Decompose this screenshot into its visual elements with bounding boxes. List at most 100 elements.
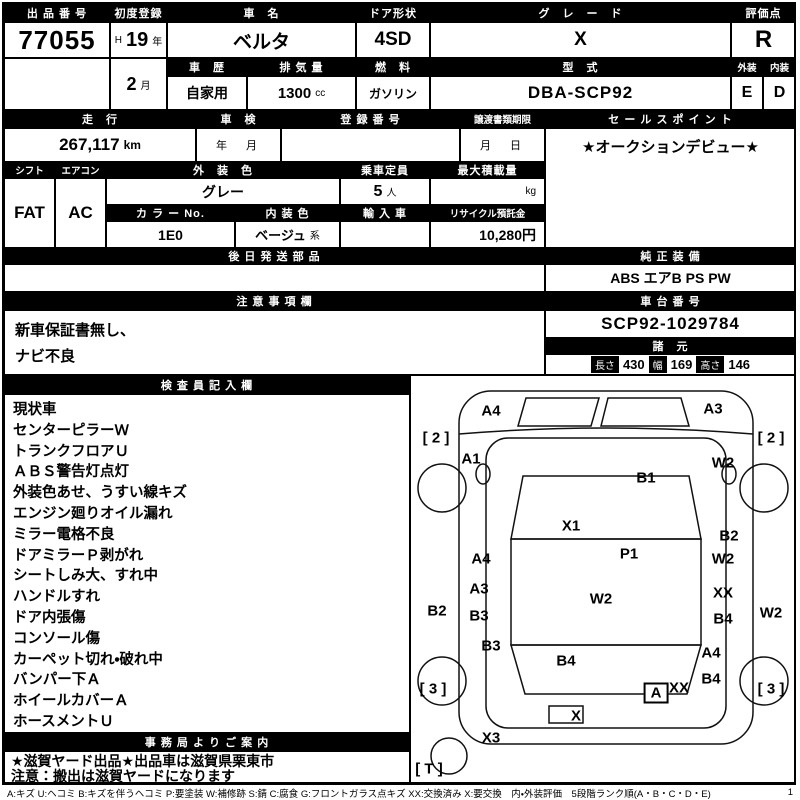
damage-code: X3 bbox=[481, 729, 501, 747]
rear-right-wheel-icon bbox=[739, 656, 789, 706]
auction-no-empty-cell bbox=[4, 58, 110, 110]
exterior-score-header: 外装 bbox=[731, 58, 763, 76]
license-plate-box bbox=[548, 705, 584, 724]
damage-code: A bbox=[643, 682, 669, 704]
length-label: 長さ bbox=[590, 356, 619, 373]
later-parts-value bbox=[4, 264, 545, 292]
capacity-value: 5 bbox=[373, 182, 383, 200]
max-load-value-cell: kg bbox=[430, 178, 545, 205]
damage-code: W2 bbox=[759, 604, 783, 622]
damage-code: A4 bbox=[471, 550, 491, 568]
front-bumper-line bbox=[458, 427, 754, 435]
height-value: 146 bbox=[728, 357, 751, 372]
exterior-color-header: 外 装 色 bbox=[106, 162, 340, 178]
inspector-notes-header: 検 査 員 記 入 欄 bbox=[4, 375, 410, 394]
damage-code: XX bbox=[712, 584, 734, 602]
office-info-line: 注意：搬出は滋賀ヤードになります bbox=[11, 768, 235, 783]
grade-header: グ レ ー ド bbox=[430, 4, 731, 22]
chassis-no-value: SCP92-1029784 bbox=[545, 310, 796, 338]
damage-code: [ 3 ] bbox=[757, 680, 785, 698]
width-value: 169 bbox=[670, 357, 693, 372]
max-load-unit: kg bbox=[525, 186, 536, 197]
recycle-deposit-value: 10,280円 bbox=[430, 221, 545, 248]
color-no-value: 1E0 bbox=[106, 221, 235, 248]
first-registration-header: 初度登録 bbox=[110, 4, 167, 22]
inspector-note-line: センターピラーＷ bbox=[13, 422, 129, 439]
interior-color-suffix: 系 bbox=[309, 231, 320, 242]
damage-code: A4 bbox=[701, 644, 721, 662]
damage-code: B1 bbox=[636, 469, 656, 487]
genuine-equipment-header: 純 正 装 備 bbox=[545, 248, 796, 264]
mileage-value: 267,117 bbox=[59, 135, 120, 154]
damage-code: W2 bbox=[711, 550, 735, 568]
fuel-header: 燃 料 bbox=[356, 58, 430, 76]
genuine-equipment-value: ABS エアB PS PW bbox=[545, 264, 796, 292]
door-shape-value: 4SD bbox=[356, 22, 430, 58]
legend-bar: A:キズ U:ヘコミ B:キズを伴うヘコミ P:要塗装 W:補修跡 S:錆 C:… bbox=[4, 786, 796, 800]
sales-point-header: セ ー ル ス ポ イ ン ト bbox=[545, 110, 796, 128]
score-value: R bbox=[731, 22, 796, 58]
displacement-header: 排 気 量 bbox=[247, 58, 356, 76]
interior-color-header: 内 装 色 bbox=[235, 205, 340, 221]
interior-color-value-cell: ベージュ 系 bbox=[235, 221, 340, 248]
car-name-header: 車 名 bbox=[167, 4, 356, 22]
inspector-note-line: ＡＢＳ警告灯点灯 bbox=[13, 464, 129, 481]
damage-code: B4 bbox=[556, 652, 576, 670]
front-left-wheel-icon bbox=[417, 463, 467, 513]
history-value: 自家用 bbox=[167, 76, 247, 110]
damage-code: B3 bbox=[469, 607, 489, 625]
inspector-note-line: トランクフロアＵ bbox=[13, 443, 129, 460]
model-code-value: DBA-SCP92 bbox=[430, 76, 731, 110]
exterior-color-value: グレー bbox=[106, 178, 340, 205]
inspector-note-line: コンソール傷 bbox=[13, 630, 100, 647]
damage-code: A3 bbox=[469, 580, 489, 598]
length-value: 430 bbox=[622, 357, 645, 372]
cabin-outline bbox=[485, 437, 727, 729]
aircon-value: AC bbox=[55, 178, 106, 248]
recycle-deposit-header: リサイクル預託金 bbox=[430, 205, 545, 221]
displacement-value: 1300 bbox=[277, 84, 312, 102]
page-number: 1 bbox=[787, 787, 793, 798]
inspector-note-line: ドア内張傷 bbox=[13, 609, 86, 626]
legend-text: A:キズ U:ヘコミ B:キズを伴うヘコミ P:要塗装 W:補修跡 S:錆 C:… bbox=[7, 788, 711, 800]
damage-code: W2 bbox=[711, 454, 735, 472]
inspector-note-line: エンジン廻りオイル漏れ bbox=[13, 505, 173, 522]
first-registration-year: 19 bbox=[125, 28, 149, 51]
damage-code: A4 bbox=[481, 402, 501, 420]
inspector-note-line: ハンドルすれ bbox=[13, 589, 100, 606]
capacity-value-cell: 5 人 bbox=[340, 178, 430, 205]
shift-header: シフト bbox=[4, 162, 55, 178]
era-code: H bbox=[114, 34, 122, 46]
front-glass-right bbox=[600, 397, 690, 427]
damage-code: [ T ] bbox=[415, 760, 443, 778]
specs-header: 諸 元 bbox=[545, 338, 796, 354]
damage-code: [ 3 ] bbox=[419, 680, 447, 698]
car-outline-drawing bbox=[417, 390, 789, 775]
transfer-deadline-header: 譲渡書類期限 bbox=[460, 110, 545, 128]
import-car-value bbox=[340, 221, 430, 248]
notes-header: 注 意 事 項 欄 bbox=[4, 292, 545, 310]
note-line: 新車保証書無し、 bbox=[15, 322, 136, 339]
inspector-note-line: ミラー電格不良 bbox=[13, 526, 115, 543]
exterior-score-value: E bbox=[731, 76, 763, 110]
model-code-header: 型 式 bbox=[430, 58, 731, 76]
rear-window bbox=[510, 644, 702, 695]
specs-value-cell: 長さ 430 幅 169 高さ 146 bbox=[545, 354, 796, 375]
office-info-header: 事 務 局 よ り ご 案 内 bbox=[4, 733, 410, 751]
damage-code: X bbox=[570, 707, 582, 725]
transfer-deadline-value: 月 日 bbox=[460, 128, 545, 162]
first-registration-month: 2 bbox=[126, 73, 137, 94]
inspector-note-line: 外装色あせ、うすい線キズ bbox=[13, 485, 187, 502]
auction-no-value: 77055 bbox=[4, 22, 110, 58]
front-right-wheel-icon bbox=[739, 463, 789, 513]
max-load-header: 最大積載量 bbox=[430, 162, 545, 178]
damage-code: XX bbox=[668, 679, 690, 697]
mileage-unit: km bbox=[123, 138, 141, 152]
office-info-value: ★滋賀ヤード出品★出品車は滋賀県栗東市注意：搬出は滋賀ヤードになります bbox=[4, 751, 410, 783]
door-shape-header: ドア形状 bbox=[356, 4, 430, 22]
inspector-note-line: カーペット切れ・破れ中 bbox=[13, 651, 163, 668]
